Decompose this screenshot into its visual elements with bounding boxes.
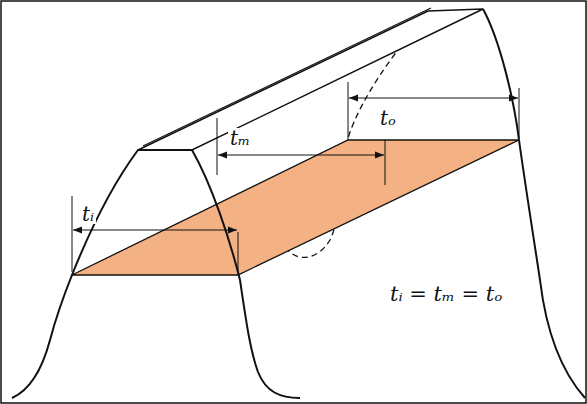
dimension-line — [73, 230, 237, 231]
dimension-line — [218, 155, 384, 156]
extension-line — [385, 140, 386, 185]
dimension-label: tₒ — [378, 108, 398, 128]
extension-line — [217, 118, 218, 175]
top-land — [138, 9, 483, 150]
dimension-label: tᵢ — [80, 204, 96, 224]
back-tooth-flank — [483, 9, 585, 398]
extension-line — [238, 232, 239, 272]
dimension-line — [349, 98, 518, 99]
extension-line — [72, 196, 73, 272]
top-land-edge — [143, 8, 431, 146]
front-tooth-profile — [12, 150, 300, 398]
extension-line — [519, 88, 520, 138]
dimension-label: tₘ — [228, 128, 252, 148]
extension-line — [348, 82, 349, 140]
pitch-plane — [72, 140, 519, 275]
equation: tᵢ = tₘ = tₒ — [388, 284, 504, 305]
